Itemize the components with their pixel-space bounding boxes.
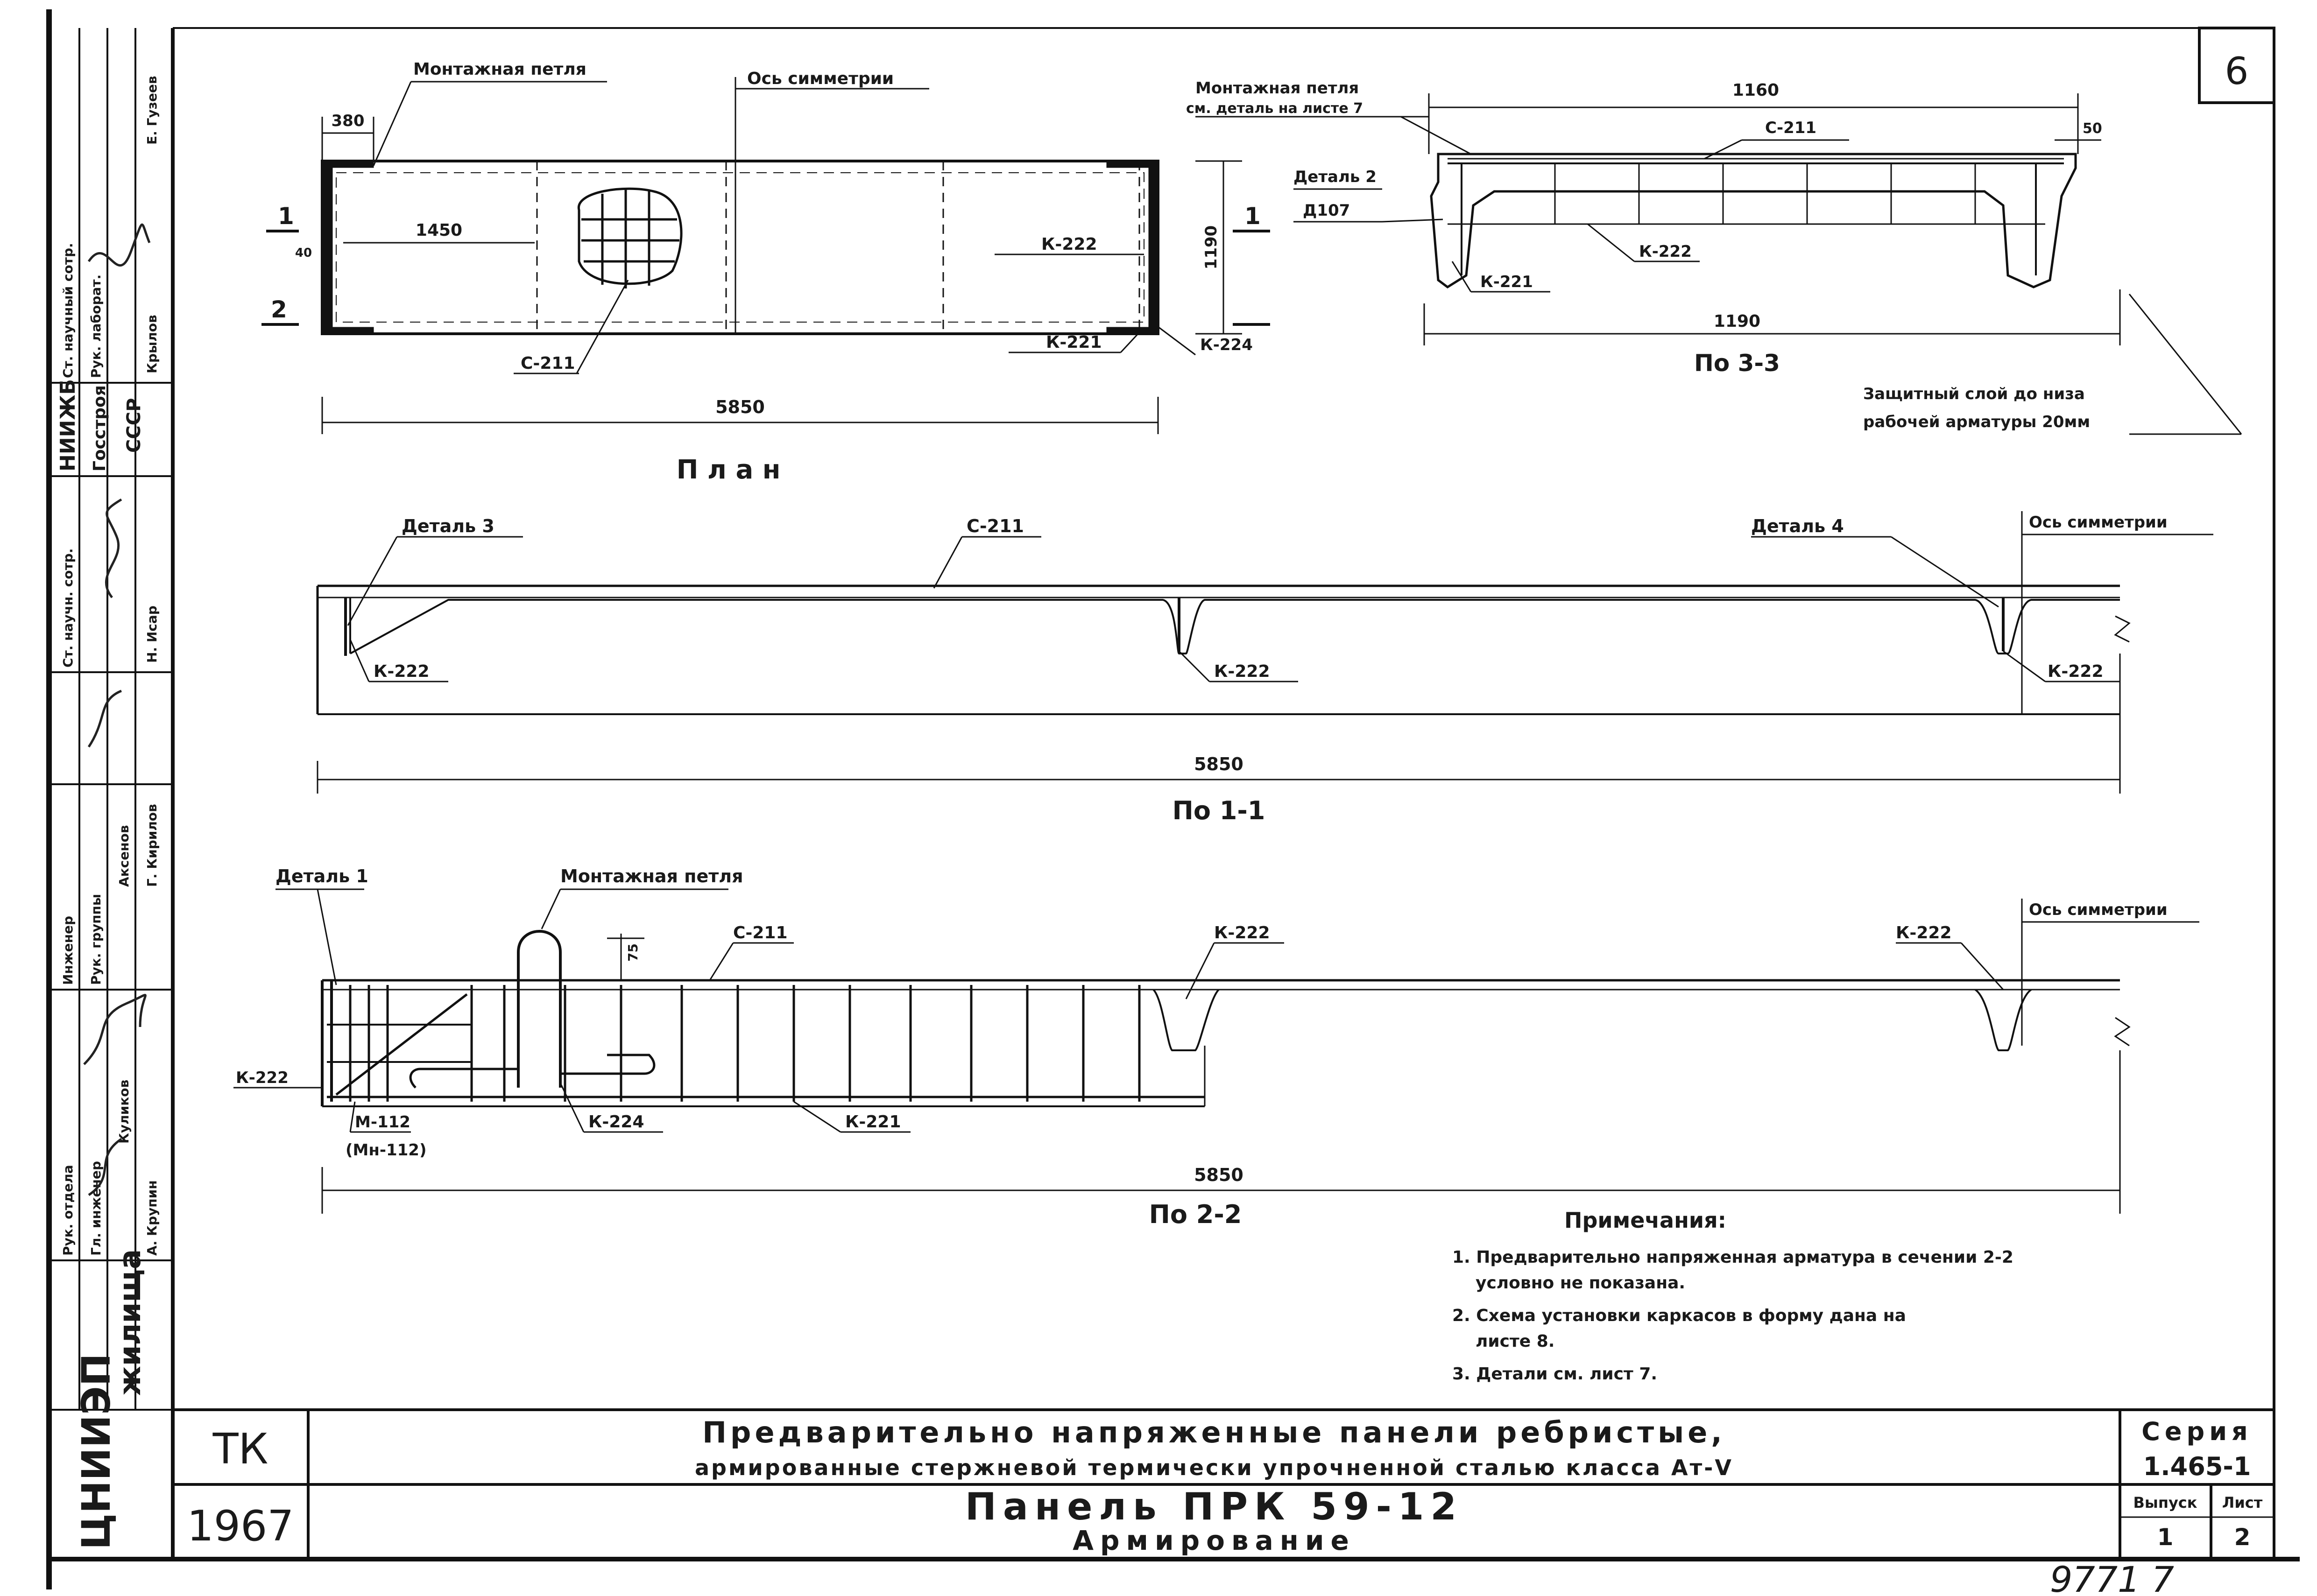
s11-label-detail4: Деталь 4 [1751, 516, 1844, 536]
stamp-name-7: А. Крупин [144, 1180, 160, 1256]
sheet-value: 2 [2234, 1524, 2251, 1551]
s22-label-k222-left: К-222 [236, 1069, 289, 1087]
s33-label-mounting-loop-ref: см. деталь на листе 7 [1186, 100, 1363, 117]
notes-block: Примечания: 1. Предварительно напряженна… [1452, 1208, 2013, 1384]
stamp-name-6: Куликов [116, 1080, 132, 1144]
s22-label-symmetry-axis: Ось симметрии [2029, 900, 2168, 919]
series-value: 1.465-1 [2143, 1452, 2251, 1481]
s22-label-mounting-loop: Монтажная петля [560, 866, 743, 886]
s22-label-m112b: (Мн-112) [346, 1141, 427, 1160]
stamp-org-zhilishcha: жилища [113, 1249, 148, 1396]
s33-view-title: По 3-3 [1694, 350, 1780, 377]
stamp-org-niizhb: НИИЖБ [56, 379, 80, 471]
plan-dim-5850: 5850 [715, 397, 765, 417]
plan-label-c211: С-211 [521, 354, 575, 373]
s33-dim-50: 50 [2083, 120, 2102, 137]
plan-label-symmetry-axis: Ось симметрии [747, 69, 894, 88]
s22-label-k224: К-224 [588, 1112, 644, 1132]
title-block: ТК 1967 Предварительно напряженные панел… [173, 1408, 2274, 1559]
stamp-role-4: Инженер [60, 916, 76, 985]
plan-view: Монтажная петля Ось симметрии 380 1450 4… [261, 60, 1270, 485]
side-stamp: Ст. научный сотр. Рук. лаборат. Ст. науч… [49, 28, 173, 1550]
section-3-3: Монтажная петля см. деталь на листе 7 11… [1186, 79, 2242, 435]
s11-label-detail3: Деталь 3 [402, 516, 494, 536]
issue-label: Выпуск [2133, 1494, 2197, 1512]
s33-note-line1: Защитный слой до низа [1863, 385, 2085, 403]
stamp-name-4: Г. Кирилов [144, 804, 160, 887]
plan-dim-1190: 1190 [1202, 225, 1221, 270]
title-line-2: армированные стержневой термически упроч… [695, 1455, 1733, 1480]
stamp-role-7: Гл. инженер [88, 1161, 104, 1256]
stamp-name-1: Е. Гузеев [144, 76, 160, 145]
notes-title: Примечания: [1564, 1208, 1726, 1233]
plan-dim-380: 380 [332, 112, 365, 130]
s22-label-k222-right: К-222 [1896, 923, 1952, 942]
s11-label-k222-b: К-222 [1214, 662, 1270, 681]
stamp-org-sssr: СССР [123, 398, 145, 453]
plan-label-k222: К-222 [1041, 235, 1097, 254]
notes-line-1: 1. Предварительно напряженная арматура в… [1452, 1248, 2013, 1267]
s33-label-k221: К-221 [1480, 273, 1533, 291]
title-tk: ТК [212, 1425, 268, 1474]
stamp-name-3: Н. Исар [144, 605, 160, 663]
title-year: 1967 [187, 1502, 294, 1551]
stamp-role-5: Рук. группы [88, 894, 104, 985]
sheet-frame [46, 9, 2300, 1589]
title-line-1: Предварительно напряженные панели ребрис… [702, 1415, 1726, 1449]
s33-dim-1190: 1190 [1714, 312, 1760, 331]
stamp-role-2: Рук. лаборат. [88, 274, 104, 378]
stamp-role-6: Рук. отдела [60, 1165, 76, 1256]
notes-line-3: 2. Схема установки каркасов в форму дана… [1452, 1306, 1906, 1325]
s33-label-k222: К-222 [1639, 242, 1692, 261]
s11-label-k222-a: К-222 [374, 662, 430, 681]
plan-section-1-right: 1 [1244, 203, 1261, 230]
notes-line-5: 3. Детали см. лист 7. [1452, 1364, 1657, 1384]
s33-dim-1160: 1160 [1732, 81, 1779, 100]
s11-label-c211: С-211 [967, 516, 1024, 536]
panel-line-1: Панель ПРК 59-12 [965, 1485, 1463, 1528]
s33-label-detail2: Деталь 2 [1293, 168, 1377, 186]
s33-label-c211: С-211 [1765, 119, 1816, 137]
plan-label-mounting-loop: Монтажная петля [413, 60, 586, 79]
archive-stamp-number: 9771 7 [2050, 1559, 2174, 1596]
s22-label-c211: С-211 [733, 923, 788, 942]
plan-section-2-left: 2 [271, 296, 287, 323]
panel-line-2: Армирование [1073, 1525, 1356, 1556]
plan-label-k221: К-221 [1046, 333, 1102, 352]
plan-section-1-left: 1 [278, 203, 294, 230]
sheet-number: 6 [2225, 49, 2249, 93]
s22-label-k221: К-221 [845, 1112, 901, 1132]
stamp-role-1: Ст. научный сотр. [60, 243, 76, 378]
stamp-name-5: Аксенов [116, 825, 132, 887]
section-2-2: Деталь 1 Монтажная петля С-211 К-222 Ось… [233, 866, 2199, 1229]
section-1-1: Деталь 3 С-211 Деталь 4 Ось симметрии К-… [316, 511, 2213, 825]
plan-dim-40: 40 [295, 246, 312, 260]
stamp-role-3: Ст. научн. сотр. [60, 548, 76, 668]
issue-value: 1 [2157, 1524, 2174, 1551]
s11-dim-5850: 5850 [1194, 754, 1243, 774]
s11-view-title: По 1-1 [1173, 796, 1265, 825]
notes-line-2: условно не показана. [1476, 1273, 1685, 1293]
plan-label-k224: К-224 [1200, 336, 1253, 354]
s22-dim-5850: 5850 [1194, 1165, 1243, 1185]
sheet-label: Лист [2222, 1494, 2263, 1512]
notes-line-4: листе 8. [1476, 1332, 1554, 1351]
s11-label-symmetry-axis: Ось симметрии [2029, 513, 2168, 532]
s33-label-d107: Д107 [1303, 201, 1350, 220]
s22-label-75: 75 [625, 943, 641, 962]
s22-label-k222-top: К-222 [1214, 923, 1270, 942]
stamp-org-cniiep: ЦНИИЭП [73, 1353, 119, 1550]
s11-label-k222-c: К-222 [2048, 662, 2104, 681]
stamp-org-gosstroy: Госстроя [90, 385, 109, 471]
plan-dim-1450: 1450 [416, 221, 462, 240]
s22-label-m112: М-112 [355, 1113, 410, 1132]
stamp-name-2: Крылов [144, 315, 160, 373]
s22-view-title: По 2-2 [1149, 1200, 1242, 1229]
series-label: Серия [2141, 1417, 2252, 1446]
s22-label-detail1: Деталь 1 [275, 866, 368, 886]
s33-note-line2: рабочей арматуры 20мм [1863, 413, 2090, 431]
plan-view-title: П л а н [677, 455, 781, 485]
s33-label-mounting-loop: Монтажная петля [1195, 79, 1359, 98]
